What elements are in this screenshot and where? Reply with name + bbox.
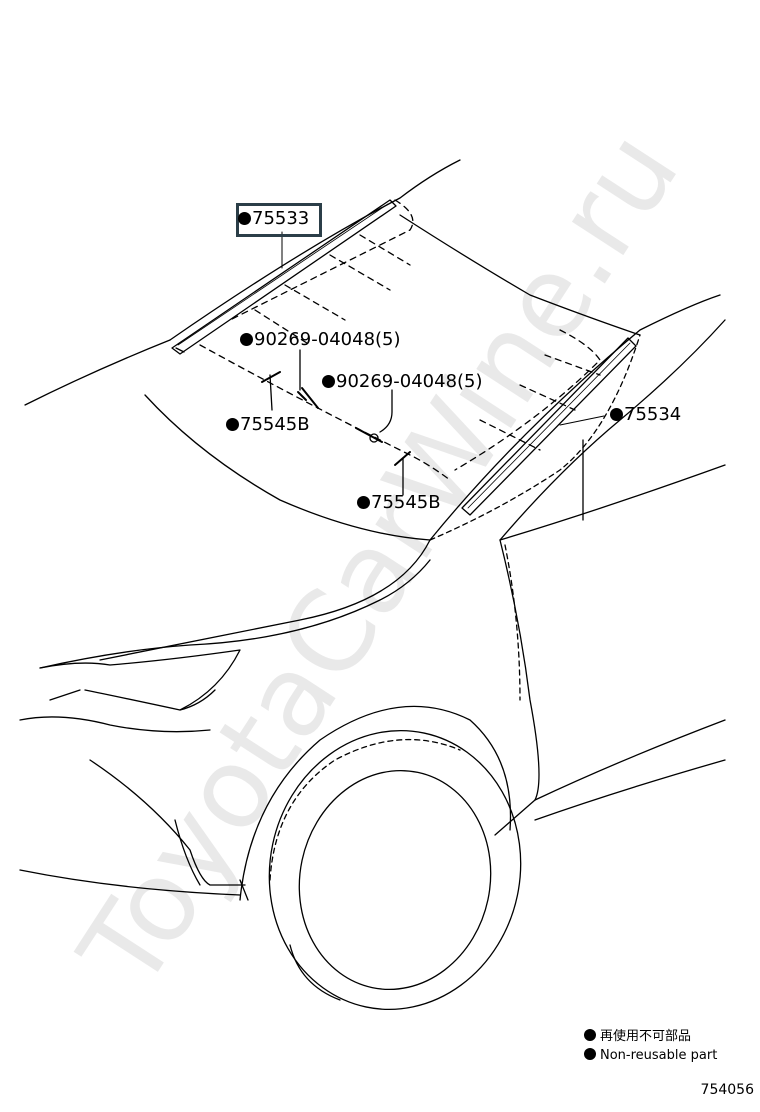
callout-75545b-left[interactable]: 75545B — [226, 415, 310, 435]
hood-outline — [24, 159, 641, 541]
non-reusable-dot-icon — [610, 408, 623, 421]
non-reusable-dot-icon — [584, 1029, 596, 1041]
legend-label-en: Non-reusable part — [600, 1048, 718, 1063]
non-reusable-dot-icon — [322, 375, 335, 388]
non-reusable-dot-icon — [226, 418, 239, 431]
callout-highlight-box — [236, 203, 322, 237]
part-number: 75545B — [240, 414, 310, 435]
headlight — [19, 649, 241, 733]
non-reusable-dot-icon — [238, 212, 251, 225]
a-pillar — [429, 294, 726, 541]
callout-75534[interactable]: 75534 — [610, 405, 681, 425]
part-number: 90269-04048(5) — [336, 371, 483, 392]
clip-75545b-right — [394, 451, 411, 496]
legend: 再使用不可部品 Non-reusable part — [584, 1025, 717, 1063]
bumper — [19, 759, 249, 901]
non-reusable-dot-icon — [357, 496, 370, 509]
leader-lines — [281, 231, 605, 426]
legend-row-en: Non-reusable part — [584, 1048, 717, 1063]
callout-75545b-right[interactable]: 75545B — [357, 493, 441, 513]
fender-outline — [39, 539, 726, 836]
callout-90269-upper[interactable]: 90269-04048(5) — [240, 330, 401, 350]
bolt-90269-left — [297, 349, 319, 409]
callout-75533[interactable]: 75533 — [238, 209, 309, 229]
non-reusable-dot-icon — [584, 1048, 596, 1060]
wheel — [239, 705, 522, 1011]
figure-number: 754056 — [700, 1082, 754, 1098]
molding-75534 — [461, 337, 637, 516]
part-number: 75534 — [624, 404, 682, 425]
part-number: 75545B — [371, 492, 441, 513]
non-reusable-dot-icon — [240, 333, 253, 346]
molding-75533 — [171, 199, 397, 355]
legend-label-ja: 再使用不可部品 — [600, 1029, 692, 1044]
clip-75545b-left — [261, 371, 281, 411]
callout-90269-lower[interactable]: 90269-04048(5) — [322, 372, 483, 392]
legend-row-ja: 再使用不可部品 — [584, 1025, 717, 1044]
part-number: 90269-04048(5) — [254, 329, 401, 350]
part-number: 75533 — [252, 208, 310, 229]
bolt-90269-right — [355, 389, 393, 443]
